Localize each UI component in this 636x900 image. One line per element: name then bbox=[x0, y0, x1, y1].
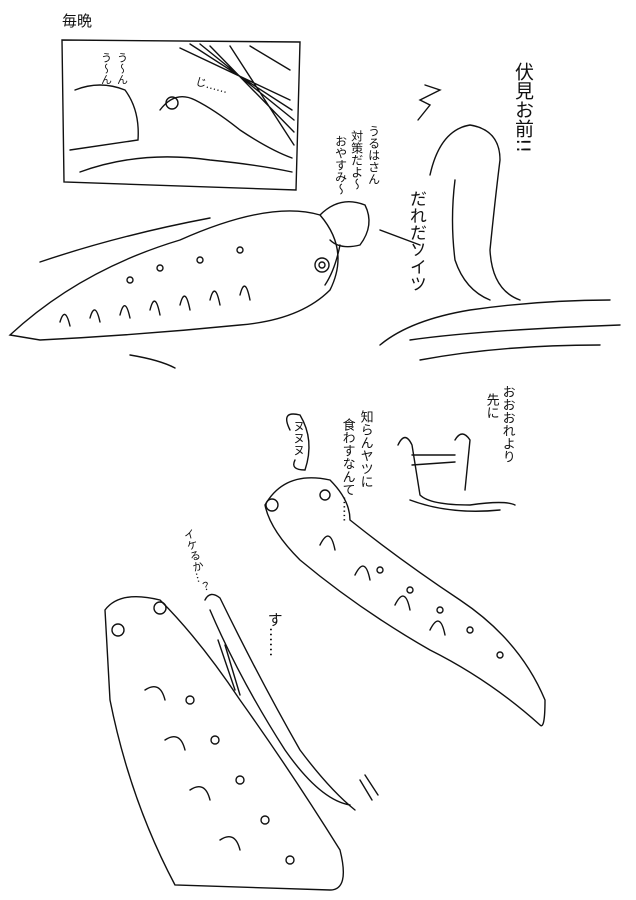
speech-bubble-text: ヌヌヌ bbox=[291, 420, 306, 456]
panel-1-frame bbox=[61, 39, 301, 191]
groan-1: う〜ん bbox=[115, 52, 129, 85]
girl-line-3: おやすみ〜 bbox=[333, 135, 348, 195]
small-snake-line-4: 食わすなんて…… bbox=[339, 418, 355, 522]
spotted-worm-right bbox=[264, 413, 546, 727]
thin-worm bbox=[204, 593, 379, 811]
small-snake-line-1: おおおれより bbox=[499, 385, 515, 463]
groan-2: う〜ん bbox=[99, 52, 113, 85]
panel-1-title: 毎晩 bbox=[62, 12, 93, 30]
girl-line-2: 対策だよ〜 bbox=[349, 130, 364, 190]
small-snake-line-2: 先に bbox=[483, 393, 499, 419]
angry-snake bbox=[379, 84, 621, 361]
snake-shout: 伏見お前!! bbox=[511, 62, 534, 154]
spotted-worm-left bbox=[104, 596, 344, 891]
big-worm bbox=[8, 210, 339, 369]
snake-question: だれだソイツ bbox=[405, 190, 426, 292]
girl-line-1: うるはさん bbox=[366, 125, 381, 185]
small-snake-line-3: 知らんヤツに bbox=[357, 410, 373, 488]
small-snakes bbox=[397, 433, 516, 512]
sfx-su: す…… bbox=[265, 612, 284, 657]
girl-sketch bbox=[319, 201, 370, 286]
